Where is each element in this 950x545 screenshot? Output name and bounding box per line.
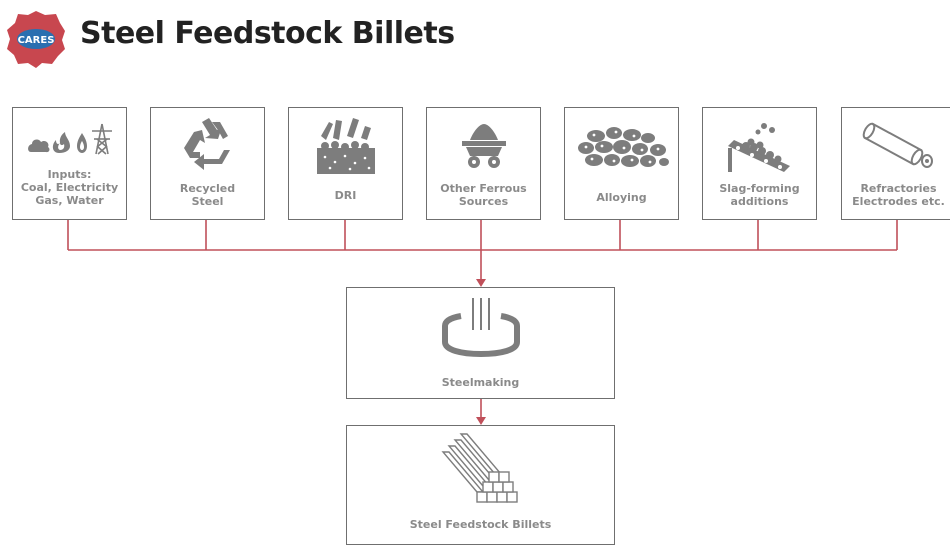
input-box-refractories: Refractories Electrodes etc.	[841, 107, 950, 220]
dri-icon	[316, 118, 375, 174]
input-box-alloying: Alloying	[564, 107, 679, 220]
billets-icon	[440, 433, 518, 503]
input-label: Inputs: Coal, Electricity Gas, Water	[20, 168, 119, 207]
input-label: Refractories Electrodes etc.	[852, 182, 945, 208]
input-label: DRI	[334, 189, 357, 202]
input-label: Recycled Steel	[179, 182, 236, 208]
furnace-icon	[441, 298, 520, 358]
alloy-pile-icon	[577, 127, 669, 167]
input-label: Alloying	[596, 191, 647, 204]
steelmaking-box: Steelmaking	[346, 287, 615, 399]
conveyor-icon	[727, 123, 790, 172]
input-box-dri: DRI	[288, 107, 403, 220]
input-box-slag-forming: Slag-forming additions	[702, 107, 817, 220]
input-box-other-ferrous: Other Ferrous Sources	[426, 107, 541, 220]
electrode-icon	[862, 122, 933, 168]
logo-text: CARES	[18, 35, 55, 46]
steelmaking-label: Steelmaking	[441, 376, 520, 389]
input-label: Slag-forming additions	[719, 182, 800, 208]
input-label: Other Ferrous Sources	[440, 182, 527, 208]
input-box-recycled-steel: Recycled Steel	[150, 107, 265, 220]
recycle-icon	[183, 118, 230, 170]
cares-logo: CARES	[7, 11, 65, 68]
billets-label: Steel Feedstock Billets	[409, 518, 552, 531]
fuel-icons	[27, 123, 112, 155]
ore-cart-icon	[461, 124, 506, 168]
page-title: Steel Feedstock Billets	[80, 16, 455, 51]
input-box-utilities: Inputs: Coal, Electricity Gas, Water	[12, 107, 127, 220]
connector-lines	[67, 220, 898, 425]
billets-box: Steel Feedstock Billets	[346, 425, 615, 545]
